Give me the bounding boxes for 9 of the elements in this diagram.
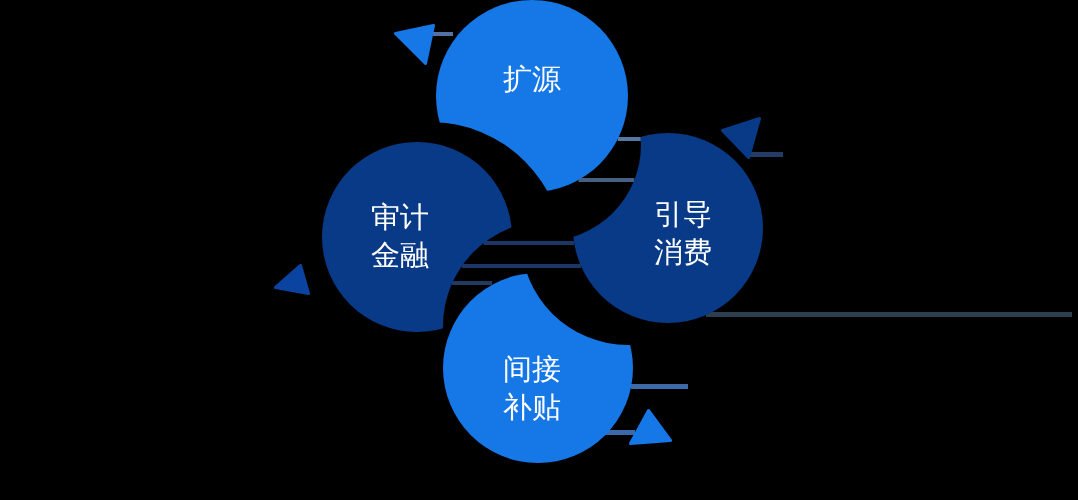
node-label: 扩源 bbox=[502, 61, 562, 99]
circle-node bbox=[573, 133, 763, 323]
node-label: 引导消费 bbox=[653, 196, 713, 271]
node-label: 间接补贴 bbox=[502, 351, 562, 426]
node-label: 审计金融 bbox=[370, 199, 430, 274]
connector-line bbox=[617, 137, 641, 141]
circle-node bbox=[443, 273, 633, 463]
circle-node bbox=[436, 0, 628, 192]
circle-node bbox=[322, 142, 512, 332]
